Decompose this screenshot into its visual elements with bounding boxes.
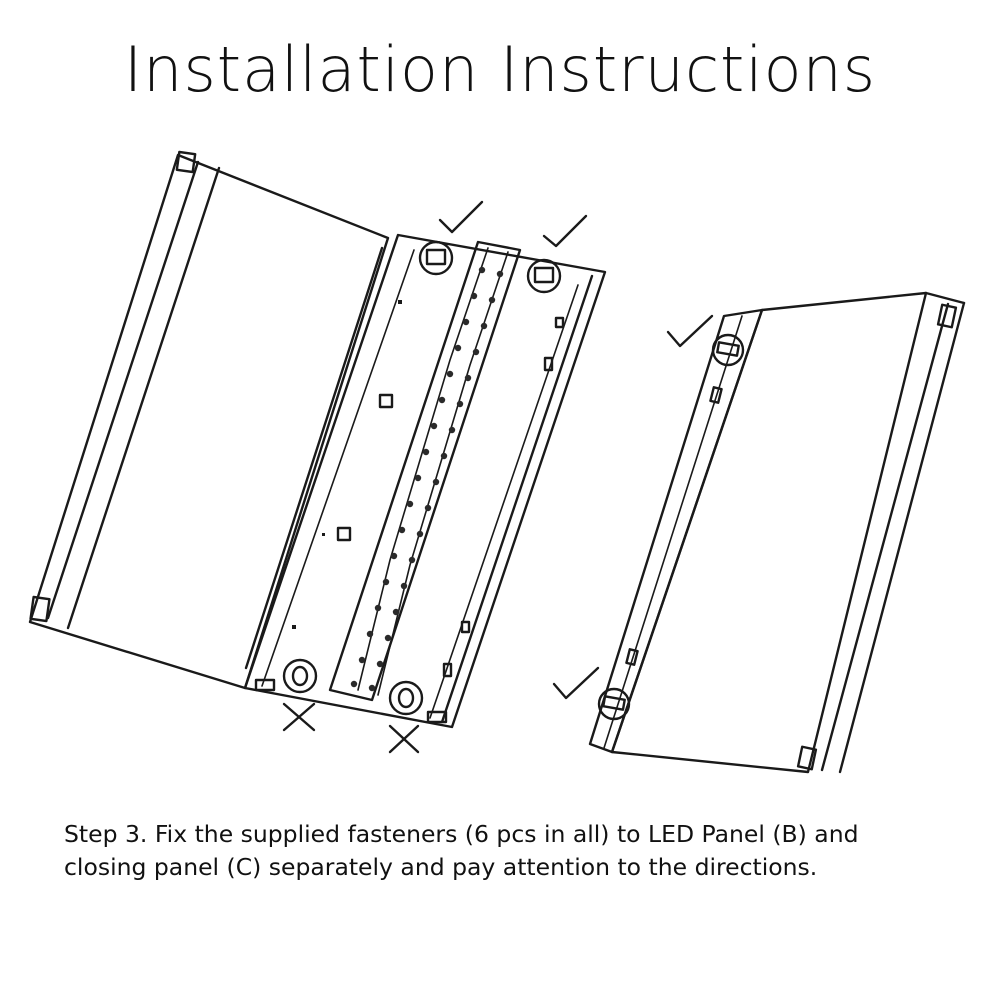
- instruction-line-2: closing panel (C) separately and pay att…: [64, 853, 818, 881]
- page-title: Installation Instructions: [123, 33, 877, 106]
- correct-mark-icon: [552, 666, 600, 700]
- instruction-line-1: Step 3. Fix the supplied fasteners (6 pc…: [64, 820, 859, 848]
- led-housing-tray: [243, 233, 607, 729]
- led-strip-channel: [328, 240, 522, 702]
- correct-mark-icon: [666, 314, 714, 348]
- led-panel-assembly: [28, 150, 607, 729]
- wrong-mark-icon: [282, 702, 316, 732]
- fastener-top-right: [526, 258, 562, 294]
- assembly-illustration: [28, 150, 966, 774]
- fastener-closing-top: [711, 333, 745, 367]
- fastener-bottom-right: [388, 680, 424, 716]
- closing-panel: [588, 291, 966, 774]
- fastener-bottom-left: [282, 658, 318, 694]
- wrong-mark-icon: [388, 724, 420, 754]
- led-chips: [350, 266, 504, 692]
- correct-mark-icon: [438, 200, 484, 234]
- fastener-top-left: [418, 240, 454, 276]
- correct-mark-icon: [542, 214, 588, 248]
- step-instructions: Step 3. Fix the supplied fasteners (6 pc…: [64, 818, 944, 884]
- fastener-closing-bottom: [597, 687, 631, 721]
